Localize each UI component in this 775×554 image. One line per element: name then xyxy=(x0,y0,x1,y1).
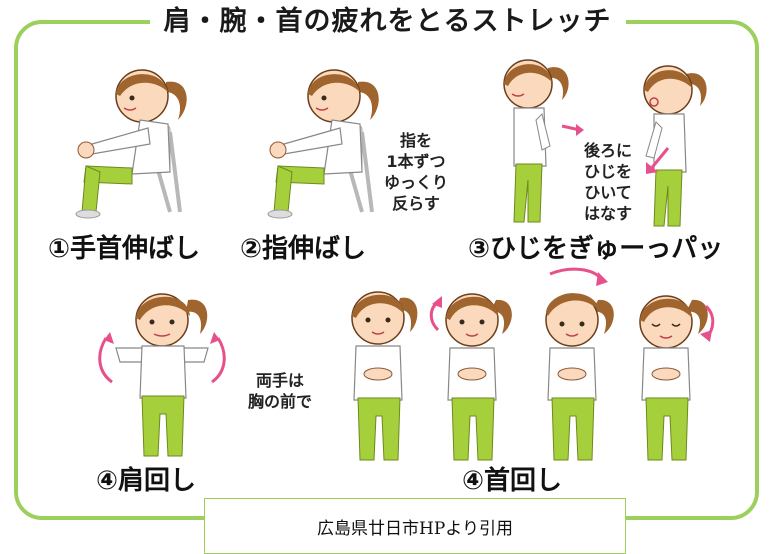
step-label-shoulder: ④肩回し xyxy=(96,466,197,496)
step-label-elbow: ③ひじをぎゅーっパッ xyxy=(468,234,724,264)
note-finger-stretch: 指を 1本ずつ ゆっくり 反らす xyxy=(383,131,448,213)
source-caption-text: 広島県廿日市HPより引用 xyxy=(317,518,513,539)
figure-neck-roll-3 xyxy=(545,267,614,461)
step-label-finger: ②指伸ばし xyxy=(240,234,367,264)
note-elbow-pull: 後ろに ひじを ひいて はなす xyxy=(583,141,632,223)
note-hands-chest: 両手は 胸の前で xyxy=(247,371,312,411)
page-title: 肩・腕・首の疲れをとるストレッチ xyxy=(149,2,626,42)
figure-finger-stretch xyxy=(267,69,379,219)
figure-elbow-release xyxy=(643,65,707,227)
source-caption: 広島県廿日市HPより引用 xyxy=(204,498,626,554)
step-label-neck: ④首回し xyxy=(462,466,563,496)
figure-neck-roll-2 xyxy=(429,293,512,461)
figure-shoulder-roll xyxy=(98,293,226,457)
figure-neck-roll-1 xyxy=(351,291,418,461)
figure-wrist-stretch xyxy=(75,69,187,219)
step-label-wrist: ①手首伸ばし xyxy=(48,234,201,264)
figure-neck-roll-4 xyxy=(639,295,715,461)
figure-elbow-pull xyxy=(503,59,584,223)
